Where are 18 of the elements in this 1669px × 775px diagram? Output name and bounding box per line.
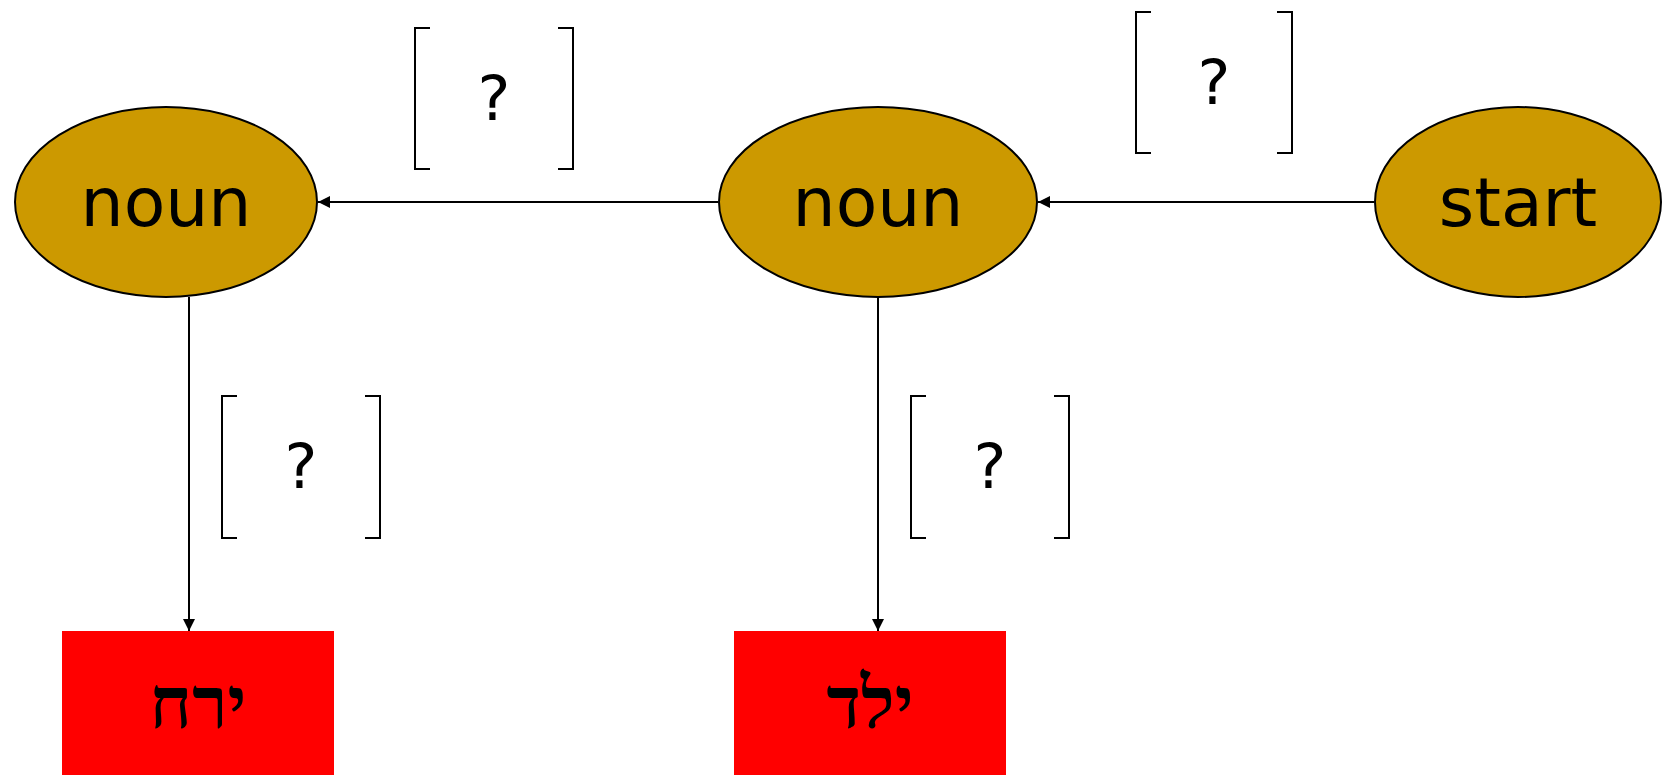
edge-label: ? (1197, 51, 1231, 114)
word-box (62, 631, 334, 775)
node-label: start (1438, 162, 1598, 242)
arrow (183, 295, 195, 632)
node-label: noun (80, 162, 252, 242)
arrow (872, 297, 884, 632)
arrow (1037, 196, 1375, 208)
state-ellipse (1374, 106, 1662, 298)
word-box (734, 631, 1006, 775)
edge-label: ? (284, 436, 318, 498)
state-ellipse (718, 106, 1038, 298)
hebrew-word: ילד (826, 660, 914, 746)
state-ellipse (14, 106, 318, 298)
edge-label: ? (973, 436, 1007, 498)
edge-label: ? (477, 67, 511, 130)
hebrew-word: ירח (149, 660, 247, 746)
node-label: noun (792, 162, 964, 242)
arrow (317, 196, 719, 208)
